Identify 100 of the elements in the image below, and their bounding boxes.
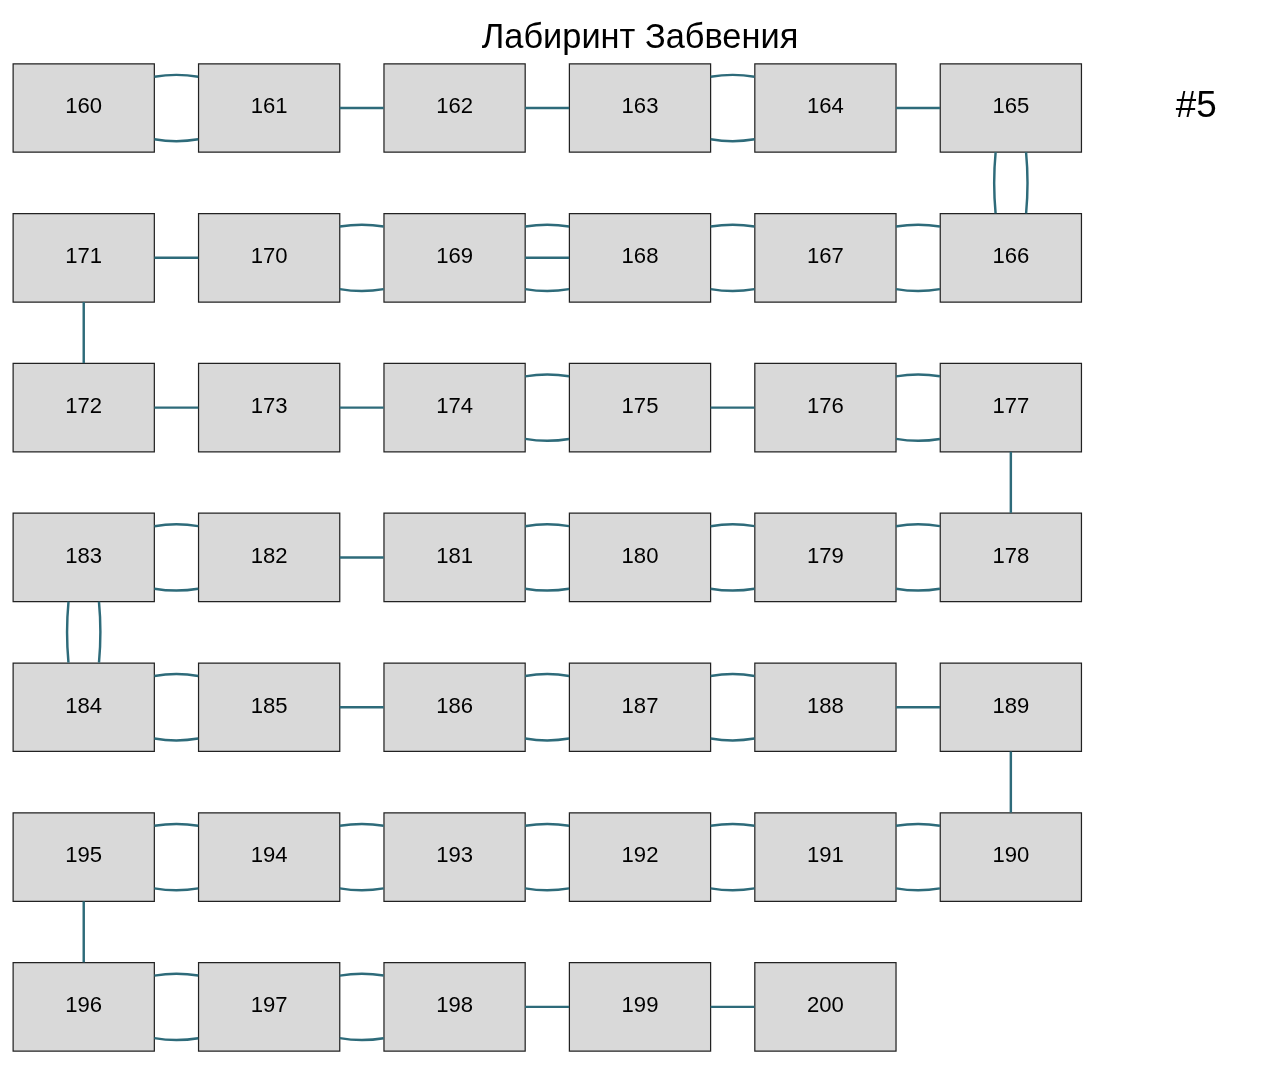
connector bbox=[525, 822, 570, 827]
connector bbox=[710, 587, 755, 592]
node-box: 190 bbox=[939, 812, 1083, 902]
node-box: 163 bbox=[568, 63, 712, 153]
connector bbox=[339, 822, 384, 827]
connector bbox=[525, 373, 570, 378]
connector bbox=[525, 287, 570, 293]
connector bbox=[339, 223, 384, 228]
connector bbox=[710, 822, 755, 827]
connector bbox=[895, 287, 941, 293]
node-box: 170 bbox=[197, 213, 341, 303]
connector bbox=[154, 887, 199, 892]
node-box: 199 bbox=[568, 962, 712, 1052]
connector bbox=[710, 223, 755, 228]
node-box: 186 bbox=[383, 662, 526, 753]
node-box: 183 bbox=[12, 512, 155, 603]
connector bbox=[82, 901, 85, 963]
connector bbox=[525, 106, 570, 110]
node-box: 168 bbox=[568, 213, 712, 303]
connector bbox=[525, 256, 570, 260]
node-box: 171 bbox=[12, 213, 155, 303]
connector bbox=[710, 287, 755, 293]
connector bbox=[525, 1005, 570, 1009]
connector bbox=[710, 1005, 755, 1009]
connector bbox=[895, 373, 941, 378]
node-box: 182 bbox=[197, 512, 341, 603]
connector bbox=[895, 523, 941, 528]
node-box: 167 bbox=[754, 213, 897, 303]
connector bbox=[993, 152, 997, 214]
node-box: 192 bbox=[568, 812, 712, 902]
node-box: 166 bbox=[939, 213, 1083, 303]
node-box: 200 bbox=[754, 962, 897, 1052]
connector bbox=[525, 437, 570, 442]
connector bbox=[525, 737, 570, 742]
connector bbox=[339, 287, 384, 293]
connector bbox=[525, 672, 570, 678]
node-box: 175 bbox=[568, 362, 712, 453]
node-box: 185 bbox=[197, 662, 341, 753]
connector bbox=[895, 587, 941, 592]
connector bbox=[710, 138, 755, 143]
connector bbox=[896, 706, 940, 709]
node-box: 164 bbox=[754, 63, 897, 153]
node-box: 178 bbox=[939, 512, 1083, 603]
connector bbox=[154, 1036, 199, 1042]
connector bbox=[896, 106, 940, 110]
node-box: 184 bbox=[12, 662, 155, 753]
node-box: 181 bbox=[383, 512, 526, 603]
node-box: 165 bbox=[939, 63, 1083, 153]
connector bbox=[154, 672, 199, 678]
connector bbox=[154, 73, 199, 78]
connector bbox=[154, 822, 199, 827]
connector bbox=[339, 106, 384, 110]
connector bbox=[525, 587, 570, 592]
connector bbox=[97, 601, 102, 663]
connector bbox=[154, 972, 199, 977]
connector bbox=[895, 223, 941, 228]
connector bbox=[710, 887, 755, 892]
connector bbox=[1009, 451, 1013, 513]
connector bbox=[154, 406, 199, 409]
connector bbox=[895, 822, 941, 827]
connector bbox=[339, 406, 384, 409]
diagram-title: Лабиринт Забвения bbox=[481, 17, 799, 56]
connector bbox=[339, 972, 384, 977]
connector bbox=[895, 437, 941, 442]
connector bbox=[710, 73, 755, 78]
connector bbox=[82, 302, 85, 364]
node-box: 197 bbox=[197, 962, 341, 1052]
node-box: 160 bbox=[12, 63, 155, 153]
connector bbox=[154, 138, 199, 143]
label: #5 bbox=[1175, 84, 1217, 126]
connector bbox=[339, 556, 384, 559]
node-box: 188 bbox=[754, 662, 897, 753]
connector bbox=[1009, 751, 1013, 813]
connector bbox=[154, 737, 199, 742]
node-box: 198 bbox=[383, 962, 526, 1052]
node-box: 194 bbox=[197, 812, 341, 902]
connector bbox=[895, 887, 941, 892]
connector bbox=[339, 887, 384, 892]
connector bbox=[525, 223, 570, 228]
node-box: 191 bbox=[754, 812, 897, 902]
node-box: 162 bbox=[383, 63, 526, 153]
connector bbox=[339, 1036, 384, 1042]
node-box: 161 bbox=[197, 63, 341, 153]
node-box: 177 bbox=[939, 362, 1083, 453]
node-box: 179 bbox=[754, 512, 897, 603]
node-box: 195 bbox=[12, 812, 155, 902]
node-box: 174 bbox=[383, 362, 526, 453]
node-box: 172 bbox=[12, 362, 155, 453]
connector bbox=[710, 672, 755, 678]
connector bbox=[525, 523, 570, 528]
connector bbox=[1024, 152, 1029, 214]
connector bbox=[710, 523, 755, 528]
connector bbox=[525, 887, 570, 892]
node-box: 169 bbox=[383, 213, 526, 303]
connector bbox=[65, 601, 70, 663]
connector bbox=[339, 706, 384, 709]
node-box: 196 bbox=[12, 962, 155, 1052]
connector bbox=[710, 737, 755, 742]
connector bbox=[154, 587, 199, 592]
node-box: 187 bbox=[568, 662, 712, 753]
